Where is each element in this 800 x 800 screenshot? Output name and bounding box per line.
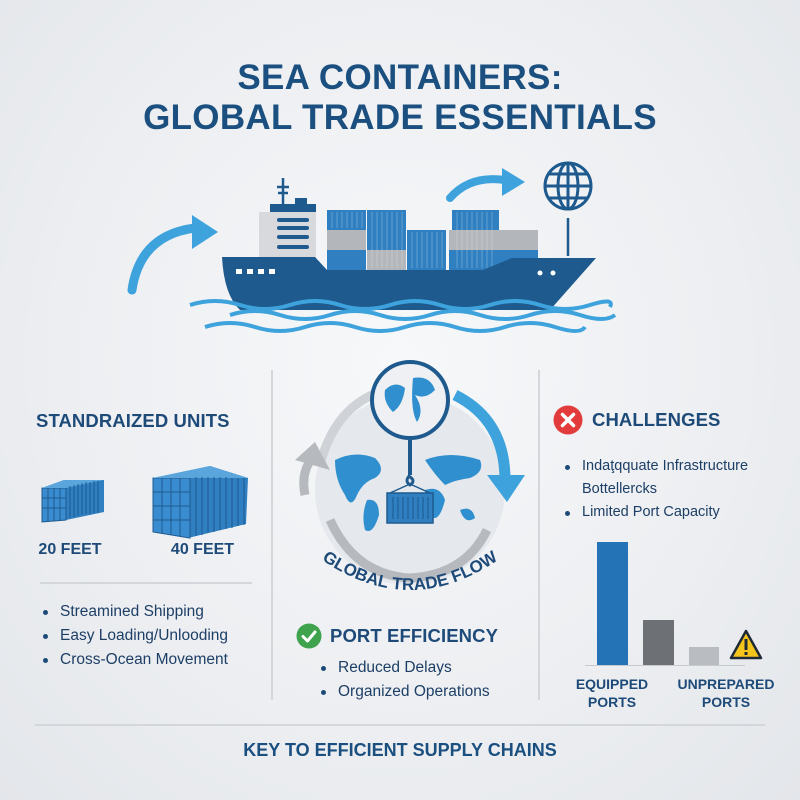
warning-icon [729, 629, 763, 660]
ship-mast [277, 178, 289, 205]
container-20ft-icon [41, 480, 104, 523]
hanging-container-icon [386, 483, 434, 524]
globe-magnifier-icon [370, 360, 450, 487]
left-panel-divider [40, 582, 252, 584]
check-circle-icon [296, 623, 322, 649]
bullet-item: Streamined Shipping [38, 600, 228, 624]
challenges-title: CHALLENGES [592, 409, 721, 430]
curved-arrow-right-icon [127, 215, 218, 295]
globe-icon [543, 161, 593, 211]
bullet-item: Organized Operations [316, 680, 490, 704]
ship-hull [222, 257, 596, 310]
equipped-ports-label: EQUIPPED PORTS [575, 676, 649, 710]
bullet-item: Limited Port Capacity [560, 501, 748, 524]
bullet-item: Indaţqquate Infrastructure [560, 455, 748, 478]
x-circle-icon [553, 405, 583, 435]
gray-cycle-arrow-icon [295, 442, 330, 496]
container-ship-illustration [127, 161, 617, 333]
waves-icon [189, 299, 617, 333]
page-title: SEA CONTAINERS: GLOBAL TRADE ESSENTIALS [0, 58, 800, 138]
container-20ft-label: 20 FEET [38, 541, 102, 558]
title-line-2: GLOBAL TRADE ESSENTIALS [143, 98, 657, 137]
blue-cycle-arrow-icon [452, 390, 525, 502]
container-40ft-label: 40 FEET [170, 541, 235, 558]
global-trade-flow-cycle: GLOBAL TRADE FLOW [295, 360, 525, 594]
bullet-item: Easy Loading/Unlooding [38, 624, 228, 648]
port-readiness-bar-chart [585, 541, 745, 666]
bullet-item-continued: Bottellercks [582, 481, 657, 497]
container-40ft-icon [152, 466, 248, 539]
chart-baseline [585, 665, 745, 666]
unprepared-ports-label: UNPREPARED PORTS [677, 676, 775, 710]
divider-right [538, 370, 540, 700]
left-panel-bullets: Streamined Shipping Easy Loading/Unloodi… [38, 600, 228, 672]
bar-mid [643, 620, 674, 665]
bullet-item: Reduced Delays [316, 656, 490, 680]
curved-arrow-up-right-icon [446, 168, 525, 202]
challenges-bullets: Indaţqquate Infrastructure Bottellercks … [560, 455, 748, 524]
bar-equipped [597, 542, 628, 665]
bullet-item: Cross-Ocean Movement [38, 648, 228, 672]
world-map-backdrop [315, 395, 505, 585]
bar-unprepared [689, 647, 719, 665]
standardized-units-title: STANDRAIZED UNITS [36, 410, 230, 431]
divider-left [271, 370, 273, 700]
challenges-heading: CHALLENGES [553, 405, 720, 435]
title-line-1: SEA CONTAINERS: [237, 58, 563, 97]
port-efficiency-bullets: Reduced Delays Organized Operations [316, 656, 490, 704]
port-efficiency-heading: PORT EFFICIENCY [296, 623, 498, 649]
footer-tagline: KEY TO EFFICIENT SUPPLY CHAINS [243, 740, 557, 760]
footer-divider [35, 724, 765, 726]
world-map-icon [335, 454, 482, 531]
port-efficiency-title: PORT EFFICIENCY [330, 625, 499, 646]
